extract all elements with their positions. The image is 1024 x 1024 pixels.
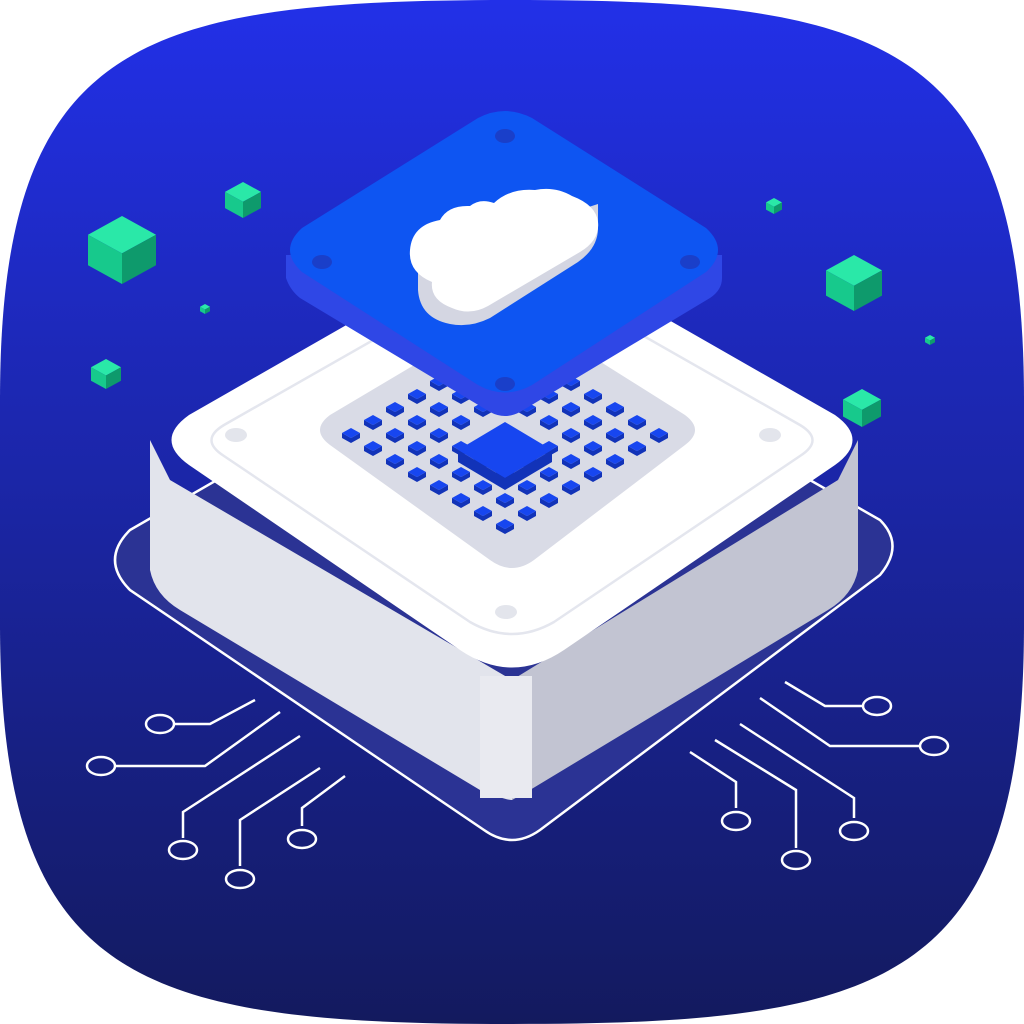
pixel-cell xyxy=(606,428,624,438)
pixel-cell xyxy=(408,389,426,399)
cube-face xyxy=(225,182,261,202)
pixel-cell xyxy=(408,441,426,451)
cube-face xyxy=(766,202,774,214)
cube-face xyxy=(862,399,881,427)
cube-face xyxy=(766,198,782,207)
cube-face xyxy=(843,399,862,427)
pixel-cell xyxy=(518,506,536,516)
cube-face xyxy=(225,191,243,218)
pixel-cell xyxy=(474,506,492,516)
cap-plate-screws xyxy=(312,129,700,391)
pixel-cell xyxy=(540,415,558,425)
cube-face xyxy=(205,306,210,314)
cube-face xyxy=(200,306,205,314)
pixel-cell xyxy=(584,415,602,425)
pixel-cell xyxy=(474,480,492,490)
pixel-cell xyxy=(386,428,404,438)
cube-face xyxy=(106,367,121,389)
pixel-cell xyxy=(606,402,624,412)
pixel-cell xyxy=(364,441,382,451)
floating-cubes xyxy=(88,182,935,427)
pixel-cell xyxy=(430,402,448,412)
pixel-cell xyxy=(562,428,580,438)
pixel-cell xyxy=(562,454,580,464)
pixel-cell xyxy=(430,480,448,490)
pixel-cell xyxy=(386,402,404,412)
pixel-cell xyxy=(606,454,624,464)
circuit-traces xyxy=(115,680,920,866)
pixel-cell xyxy=(562,402,580,412)
cube-face xyxy=(243,191,261,218)
pixel-cell xyxy=(628,415,646,425)
chip-screw-dots xyxy=(225,428,781,619)
cloud-icon xyxy=(409,188,599,326)
cube-face xyxy=(774,202,782,214)
cube-face xyxy=(122,234,156,284)
chip-side-right xyxy=(512,440,858,800)
cube-face xyxy=(826,270,854,311)
pixel-cell xyxy=(496,493,514,503)
pixel-cell xyxy=(386,454,404,464)
chip-front-edge xyxy=(480,676,532,798)
cube-face xyxy=(91,367,106,389)
chip-side-left xyxy=(150,440,512,800)
pixel-cell xyxy=(650,428,668,438)
cube-face xyxy=(88,234,122,284)
pixel-cell xyxy=(584,441,602,451)
pixel-cell xyxy=(430,428,448,438)
pixel-cell xyxy=(452,467,470,477)
cube-face xyxy=(826,255,882,286)
pixel-cell xyxy=(452,493,470,503)
pixel-cell xyxy=(496,519,514,529)
pixel-cell xyxy=(562,480,580,490)
cube-face xyxy=(925,337,930,345)
pixel-cell xyxy=(342,428,360,438)
pixel-cell xyxy=(408,467,426,477)
pixel-cell xyxy=(364,415,382,425)
circuit-pads xyxy=(85,695,950,890)
pixel-cell xyxy=(584,389,602,399)
cube-face xyxy=(843,389,881,410)
cube-face xyxy=(854,270,882,311)
cube-face xyxy=(930,337,935,345)
pixel-cell xyxy=(430,454,448,464)
pixel-cell xyxy=(628,441,646,451)
cube-face xyxy=(88,216,156,254)
pixel-cell xyxy=(408,415,426,425)
pixel-cell xyxy=(452,415,470,425)
pixel-cell xyxy=(584,467,602,477)
center-pin-side xyxy=(458,450,552,490)
pixel-cell xyxy=(540,467,558,477)
chip-base-plate-outline xyxy=(113,308,894,842)
pixel-cell xyxy=(540,493,558,503)
pixel-cell xyxy=(518,480,536,490)
